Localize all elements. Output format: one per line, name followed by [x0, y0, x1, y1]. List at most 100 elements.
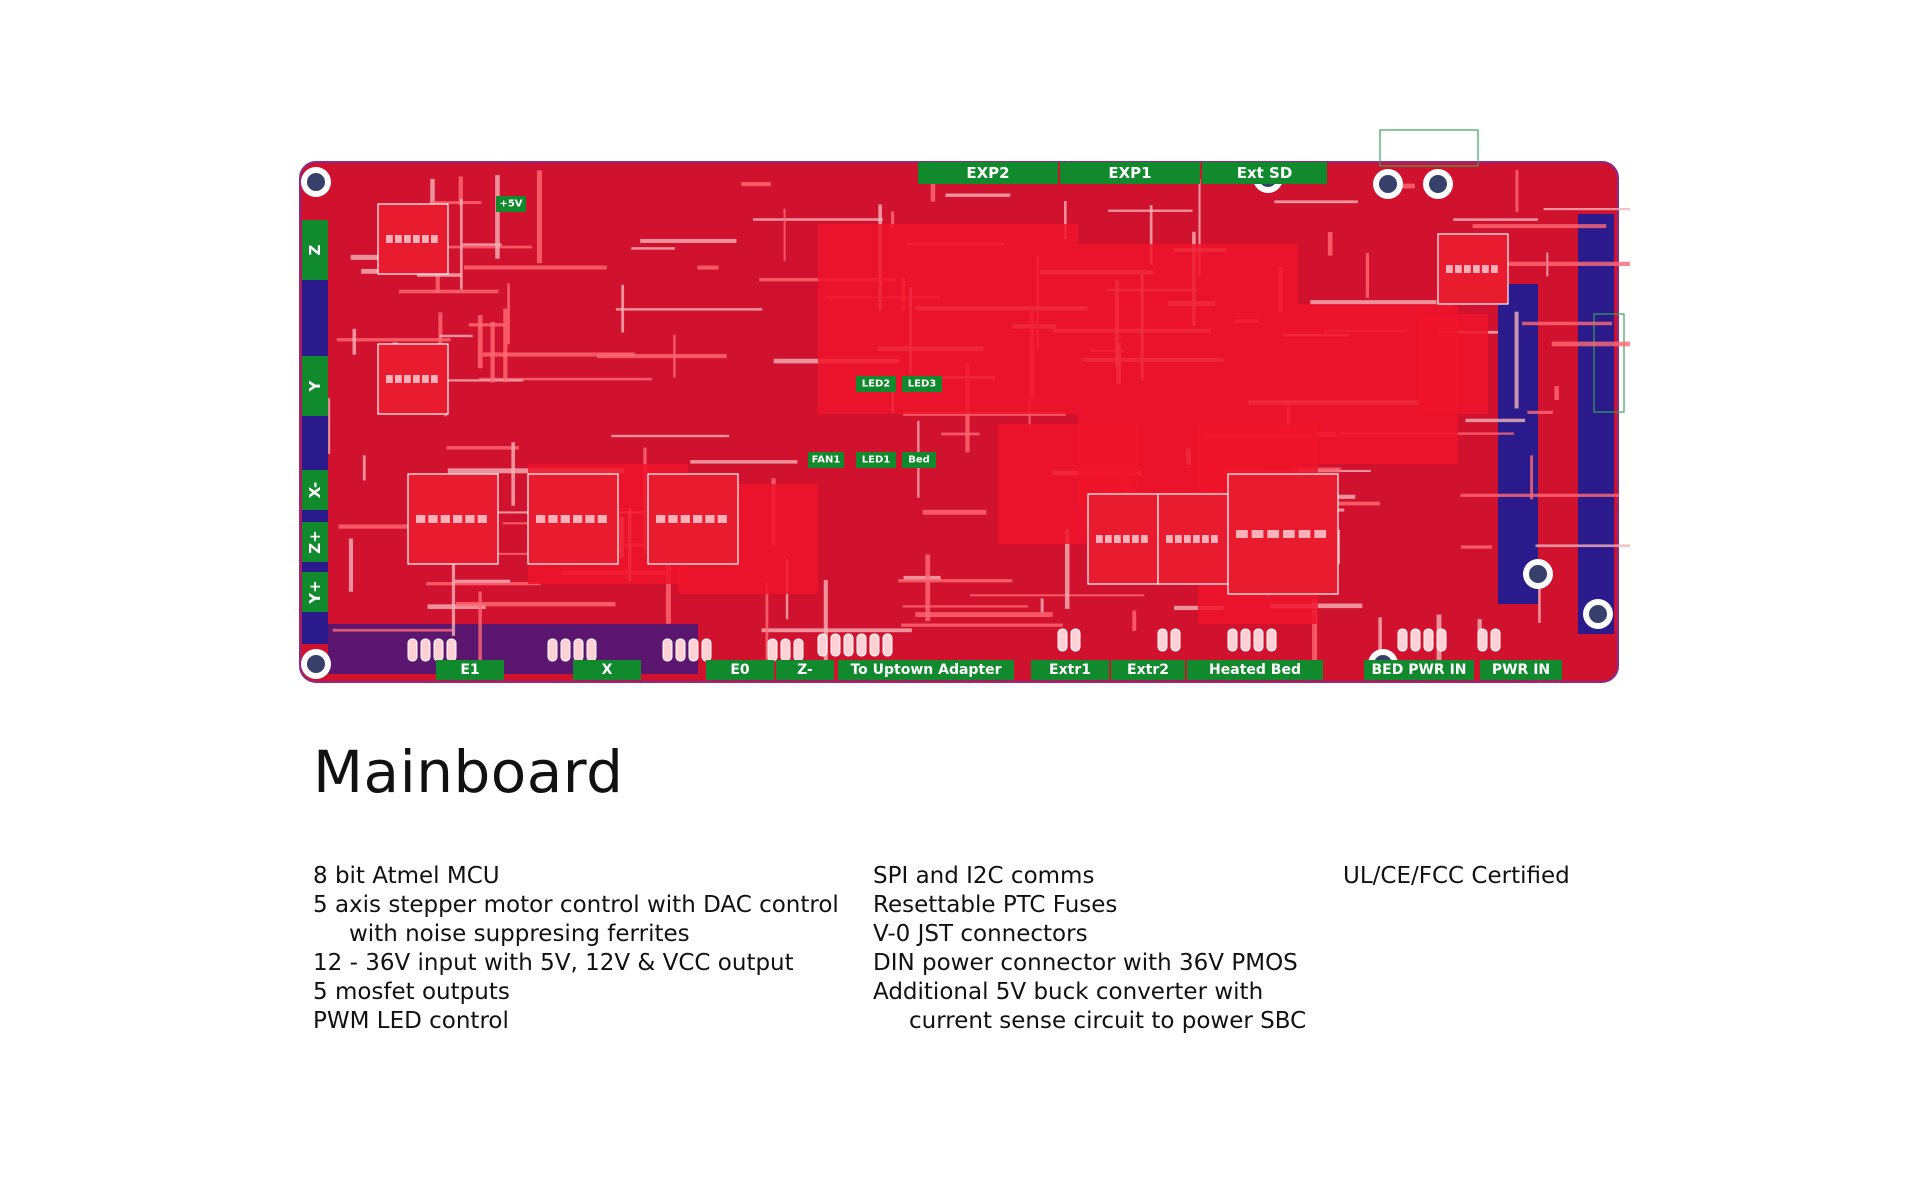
pcb-trace — [690, 460, 798, 464]
pcb-trace — [901, 623, 1063, 627]
pcb-trace — [823, 579, 828, 662]
pcb-trace — [348, 538, 354, 592]
pcb-trace — [468, 323, 506, 327]
feature-list-col3: UL/CE/FCC Certified — [1343, 862, 1643, 891]
ic-pad — [560, 515, 570, 523]
pcb-trace — [416, 273, 462, 277]
feature-item: PWM LED control — [313, 1008, 509, 1034]
ic-pad — [395, 235, 402, 243]
top-connector-label: EXP2 — [966, 164, 1009, 182]
connector-pin — [856, 633, 867, 657]
feature-item: current sense circuit to power SBC — [909, 1008, 1307, 1034]
ic-pad — [656, 515, 666, 523]
left-connector-label-bg — [302, 572, 328, 612]
bottom-connector-label-bg — [573, 660, 641, 680]
pcb-trace — [1378, 617, 1382, 669]
ic-pad — [693, 515, 703, 523]
ic-pad — [404, 375, 411, 383]
pcb-trace — [611, 434, 730, 438]
ic-pad — [1175, 535, 1182, 543]
bottom-connector-label: E1 — [460, 662, 479, 678]
pcb-trace — [464, 265, 607, 270]
pcb-trace — [890, 211, 895, 228]
top-connector-label-bg — [918, 162, 1058, 184]
pcb-trace — [328, 397, 331, 454]
small-component-label-bg — [902, 452, 936, 468]
pcb-trace — [922, 509, 987, 515]
pcb-trace — [1472, 224, 1607, 229]
ic-pad — [1184, 535, 1191, 543]
pcb-trace — [1310, 300, 1437, 305]
pcb-trace — [459, 198, 463, 290]
connector-pin — [573, 638, 584, 662]
connector-pin — [1423, 628, 1434, 652]
ic-pad — [1236, 530, 1248, 538]
pcb-trace — [1108, 209, 1193, 212]
pcb-trace — [477, 314, 483, 369]
bottom-connector-label-bg — [1480, 660, 1562, 680]
bottom-connector-label-bg — [706, 660, 774, 680]
pcb-trace — [398, 289, 499, 294]
connector-pin — [586, 638, 597, 662]
ic-pad — [1141, 535, 1148, 543]
ic-pad — [680, 515, 690, 523]
bottom-connector-label: Z- — [797, 662, 813, 678]
ic-pad — [1193, 535, 1200, 543]
copper-pour — [1418, 314, 1488, 414]
small-component-label: FAN1 — [812, 455, 841, 466]
substrate-area — [1578, 214, 1614, 634]
connector-pin — [675, 638, 686, 662]
left-connector-label-bg — [302, 470, 328, 510]
pcb-trace — [783, 208, 786, 261]
connector-pin — [433, 638, 444, 662]
pcb-trace — [1365, 252, 1370, 298]
connector-pin — [1157, 628, 1168, 652]
bottom-connector-label: Extr2 — [1127, 662, 1169, 678]
left-connector-label: X- — [306, 482, 324, 499]
ic-pad — [705, 515, 715, 523]
pcb-trace — [1453, 218, 1539, 221]
left-connector-label: Z+ — [306, 530, 324, 553]
ic-pad — [548, 515, 558, 523]
ic-pad — [386, 375, 393, 383]
pcb-trace — [426, 582, 541, 586]
pcb-trace — [438, 312, 443, 366]
pcb-trace — [435, 267, 440, 293]
connector-pin — [560, 638, 571, 662]
pcb-trace — [1064, 529, 1070, 609]
bottom-connector-label-bg — [1031, 660, 1109, 680]
small-component-label: LED1 — [862, 455, 891, 466]
feature-item: SPI and I2C comms — [873, 863, 1095, 889]
page-title: Mainboard — [313, 738, 624, 806]
ic-pad — [1132, 535, 1139, 543]
pcb-trace — [338, 524, 431, 529]
feature-item: 12 - 36V input with 5V, 12V & VCC output — [313, 950, 794, 976]
ic-pad — [413, 375, 420, 383]
connector-pin — [701, 638, 712, 662]
pcb-trace — [482, 352, 636, 357]
pcb-trace — [752, 218, 883, 221]
pcb-trace — [1538, 588, 1541, 623]
mounting-hole — [1429, 175, 1447, 193]
pcb-trace — [1543, 207, 1630, 211]
pcb-trace — [898, 578, 1013, 583]
ic-pad — [386, 235, 393, 243]
bottom-connector-label-bg — [838, 660, 1014, 680]
pcb-trace — [434, 245, 532, 249]
small-component-label-bg — [856, 376, 896, 392]
ic-pad — [422, 375, 429, 383]
ic-pad — [1464, 265, 1471, 273]
feature-item: with noise suppresing ferrites — [349, 921, 690, 947]
ic-pad — [1283, 530, 1295, 538]
top-connector-label-bg — [1060, 162, 1200, 184]
connector-pin — [780, 638, 791, 662]
pcb-trace — [431, 201, 482, 205]
feature-item: Additional 5V buck converter with — [873, 979, 1264, 1005]
connector-pin — [869, 633, 880, 657]
pcb-trace — [336, 338, 451, 342]
pcb-trace — [536, 170, 542, 264]
mounting-hole — [307, 173, 325, 191]
ic-pad — [536, 515, 546, 523]
connector-outline — [1379, 129, 1479, 167]
